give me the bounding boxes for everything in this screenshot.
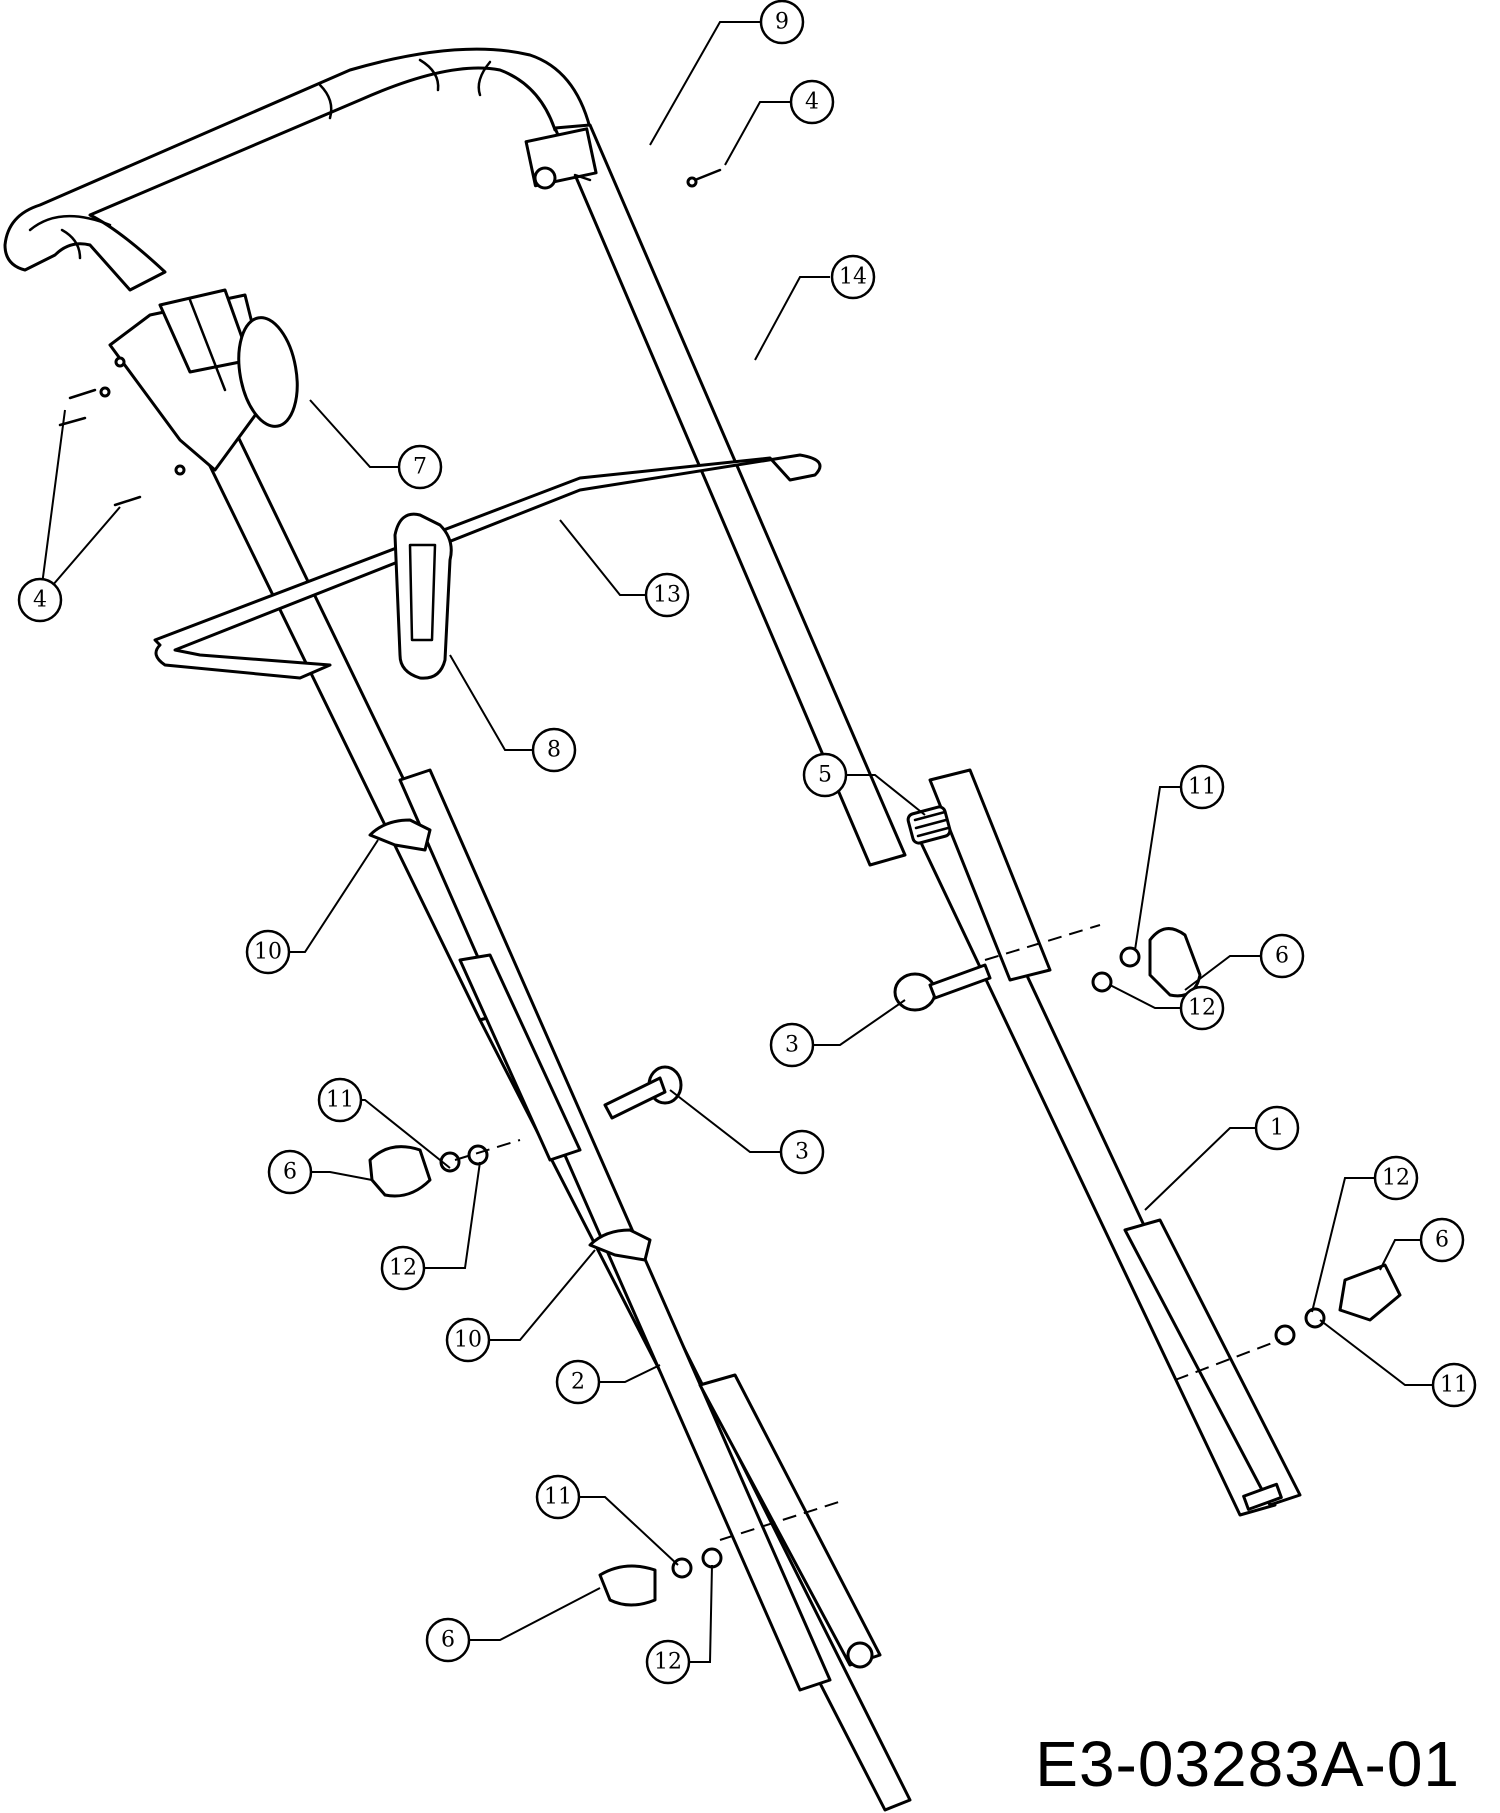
- bracket-upper: [368, 818, 432, 852]
- knob-upper-right: [1091, 927, 1202, 998]
- svg-text:11: 11: [326, 1088, 354, 1113]
- callout-10-lower: 10: [445, 1317, 491, 1363]
- callout-11-bottom: 11: [535, 1474, 581, 1520]
- callout-4-left: 4: [17, 577, 63, 623]
- callout-6-upper: 6: [1259, 933, 1305, 979]
- svg-text:11: 11: [1188, 775, 1216, 800]
- callout-9: 9: [759, 0, 805, 45]
- upper-handle-loop: [3, 47, 592, 292]
- svg-text:1: 1: [1270, 1116, 1284, 1141]
- svg-text:6: 6: [1435, 1228, 1449, 1253]
- callout-1: 1: [1254, 1105, 1300, 1151]
- svg-text:6: 6: [1275, 944, 1289, 969]
- callout-5: 5: [802, 752, 848, 798]
- svg-text:8: 8: [547, 738, 561, 763]
- callout-12-upper: 12: [1179, 985, 1225, 1031]
- svg-text:11: 11: [1440, 1373, 1468, 1398]
- svg-text:11: 11: [544, 1485, 572, 1510]
- svg-text:12: 12: [1188, 996, 1216, 1021]
- callout-6-lower-right: 6: [1419, 1217, 1465, 1263]
- svg-text:2: 2: [571, 1370, 585, 1395]
- lower-right-tube: [913, 768, 1302, 1517]
- svg-text:4: 4: [805, 90, 819, 115]
- bracket-lower: [588, 1228, 652, 1262]
- svg-text:3: 3: [785, 1033, 799, 1058]
- svg-text:10: 10: [254, 940, 282, 965]
- upper-right-tube: [524, 123, 907, 867]
- svg-text:12: 12: [1382, 1166, 1410, 1191]
- svg-text:10: 10: [454, 1328, 482, 1353]
- callout-12-middle: 12: [380, 1245, 426, 1291]
- upper-left-tube: [99, 288, 517, 1022]
- callout-12-lower-right: 12: [1373, 1155, 1419, 1201]
- bolt-lower: [603, 1065, 683, 1120]
- screw-box-left: [58, 388, 142, 507]
- drawing-code: E3-03283A-01: [1035, 1728, 1460, 1800]
- svg-text:4: 4: [33, 588, 47, 613]
- callout-2: 2: [555, 1359, 601, 1405]
- svg-text:7: 7: [413, 455, 427, 480]
- callout-11-middle: 11: [317, 1077, 363, 1123]
- cable-guide: [393, 512, 453, 680]
- knob-middle-left: [368, 1144, 489, 1198]
- svg-text:13: 13: [653, 583, 681, 608]
- svg-text:5: 5: [818, 763, 832, 788]
- svg-text:3: 3: [795, 1140, 809, 1165]
- lower-left-tube: [398, 768, 912, 1812]
- callout-10-upper: 10: [245, 929, 291, 975]
- callout-7: 7: [397, 444, 443, 490]
- svg-text:9: 9: [775, 10, 789, 35]
- callout-3-upper: 3: [769, 1022, 815, 1068]
- svg-text:14: 14: [839, 265, 867, 290]
- knob-lower-right: [1274, 1263, 1402, 1346]
- callout-4-top: 4: [789, 79, 835, 125]
- svg-text:6: 6: [283, 1160, 297, 1185]
- callout-3-lower: 3: [779, 1129, 825, 1175]
- callout-11-lower-right: 11: [1431, 1362, 1477, 1408]
- knob-lower-left: [598, 1547, 723, 1607]
- assembly-axes: [454, 924, 1281, 1541]
- callout-6-bottom: 6: [425, 1617, 471, 1663]
- svg-text:12: 12: [389, 1256, 417, 1281]
- callout-8: 8: [531, 727, 577, 773]
- spring: [906, 805, 952, 845]
- svg-text:12: 12: [654, 1650, 682, 1675]
- callout-13: 13: [644, 572, 690, 618]
- screw-top-right: [686, 168, 722, 188]
- callout-12-bottom: 12: [645, 1639, 691, 1685]
- bolt-upper: [893, 963, 992, 1012]
- callout-11-upper: 11: [1179, 764, 1225, 810]
- leader-lines: [39, 21, 1432, 1663]
- bail-bar: [153, 453, 822, 680]
- callout-6-middle: 6: [267, 1149, 313, 1195]
- svg-text:6: 6: [441, 1628, 455, 1653]
- callout-14: 14: [830, 254, 876, 300]
